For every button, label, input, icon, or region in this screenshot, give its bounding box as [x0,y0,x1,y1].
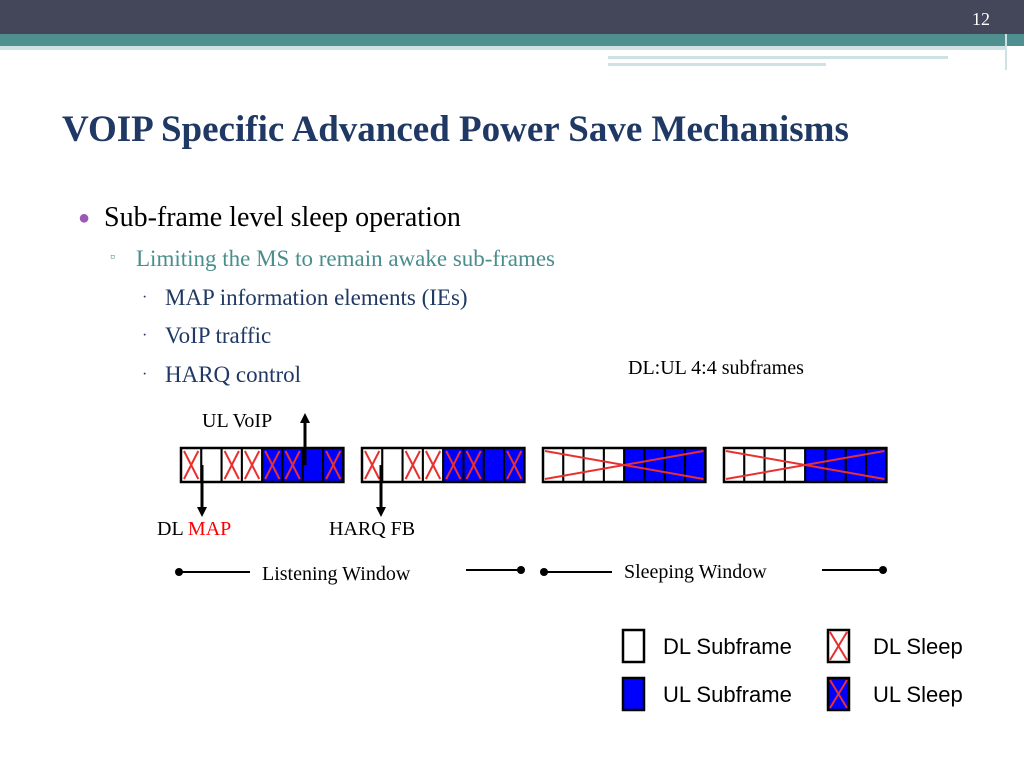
ul-subframe-cell [643,447,666,483]
sleep-mark [223,450,240,480]
header-line [608,63,826,66]
listening-window-end-dot [517,566,525,574]
sleep-mark [264,450,281,480]
frame-1 [179,446,345,484]
sleep-mark [445,450,462,480]
ul-subframe-cell [482,447,506,483]
dl-subframe-cell [381,447,404,483]
frame-border [360,446,526,484]
legend-ul-subframe-label: UL Subframe [663,682,792,707]
dl-subframe-cell [200,447,223,483]
frame-3 [541,446,707,484]
legend-ul-subframe-icon [621,676,646,712]
sleep-mark [325,450,342,480]
ul-voip-label: UL VoIP [202,410,273,432]
frame-2 [360,446,526,484]
legend-dl-sleep-label: DL Sleep [873,634,963,659]
dl-subframe-cell [763,447,786,483]
dl-subframe-cell [562,447,585,483]
bullet-level3-item: VoIP traffic [165,323,272,348]
harq-fb-label: HARQ FB [329,518,416,540]
bullet-small-dot-icon: · [142,289,148,306]
legend-ul-sleep-icon [826,676,851,712]
frame-4 [722,446,888,484]
frame-border [179,446,345,484]
frame-sleep-mark [544,450,704,480]
page-title: VOIP Specific Advanced Power Save Mechan… [62,109,849,150]
sleep-mark [425,450,442,480]
legend-dl-subframe-icon [621,628,646,664]
bullet-dot-icon: ● [78,207,91,229]
ul-subframe-cell [663,447,687,483]
dl-subframe-cell [743,447,766,483]
legend-dl-subframe-label: DL Subframe [663,634,792,659]
ul-subframe-cell [844,447,868,483]
dl-map-label: DL MAP [157,518,231,541]
header-line [0,46,1005,50]
header-accent-bar [0,34,1024,46]
header-bar [0,0,1024,34]
frame-border [722,446,888,484]
header-line [1005,34,1007,70]
sleeping-window-label: Sleeping Window [624,561,767,583]
listening-window-label: Listening Window [262,563,411,585]
sleep-mark [244,450,261,480]
bullet-level3-item: MAP information elements (IEs) [165,285,468,310]
sleep-mark [284,450,301,480]
sleep-mark [465,450,482,480]
ul-subframe-cell [824,447,847,483]
bullet-small-dot-icon: · [142,327,148,344]
sleep-mark [404,450,421,480]
sleep-mark [364,450,381,480]
sleep-mark [506,450,523,480]
dl-label: DL [157,518,183,540]
frame-border [541,446,707,484]
sleep-mark [183,450,200,480]
bullet-level2: Limiting the MS to remain awake sub-fram… [136,246,556,271]
bullet-square-icon: ▫ [110,250,115,265]
sleeping-window-end-dot [879,566,887,574]
header-line [608,56,948,59]
bullet-small-dot-icon: · [142,366,148,383]
frame-sleep-mark [725,450,885,480]
legend-ul-sleep-label: UL Sleep [873,682,963,707]
bullet-level1: Sub-frame level sleep operation [104,202,461,233]
legend-dl-sleep-icon [826,628,851,664]
dl-subframe-cell [582,447,605,483]
slide-number: 12 [972,9,990,29]
ratio-label: DL:UL 4:4 subframes [628,357,804,379]
map-label: MAP [187,518,232,540]
bullet-level3-item: HARQ control [165,362,302,387]
